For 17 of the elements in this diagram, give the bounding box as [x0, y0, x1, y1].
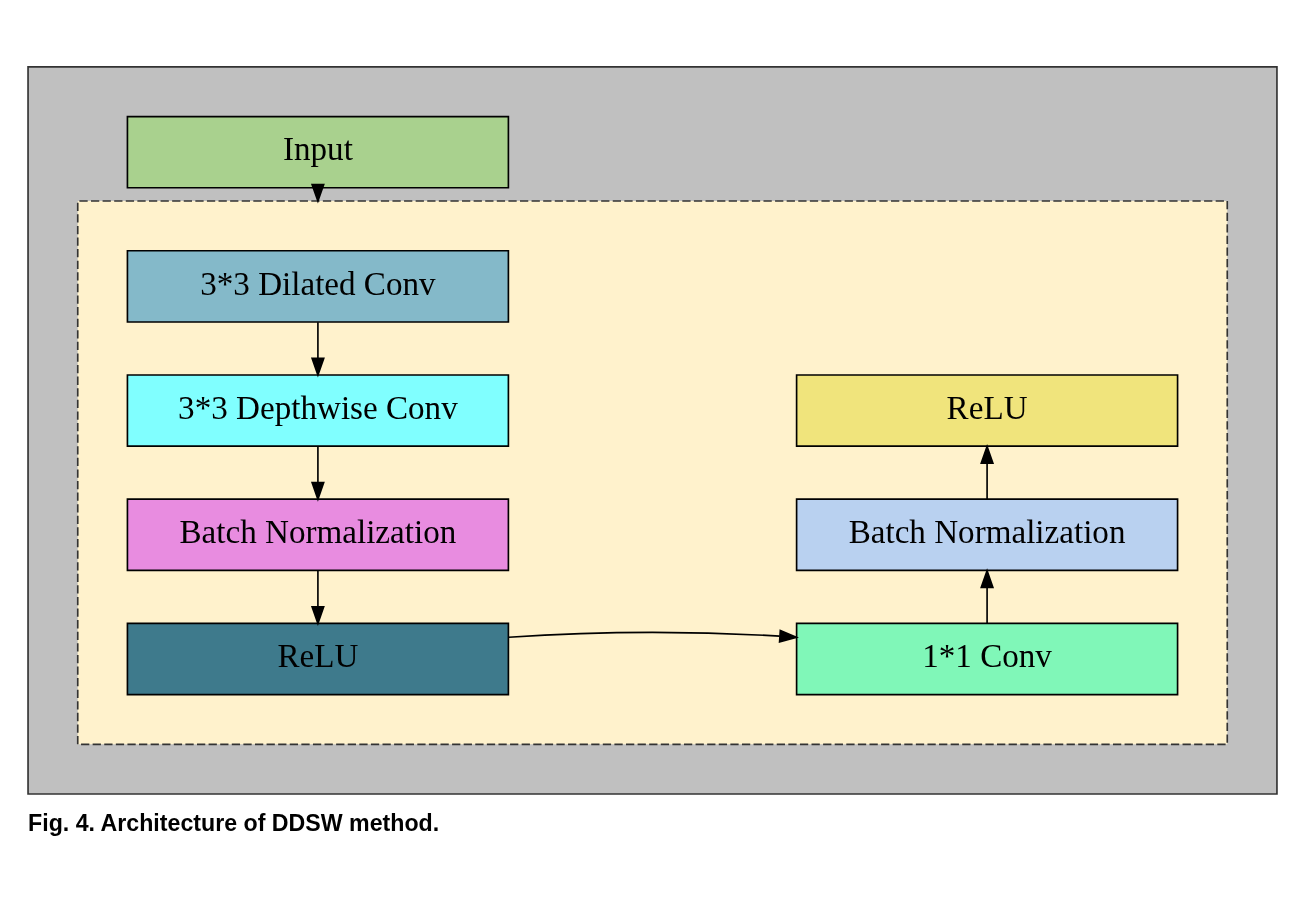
- node-box: Batch Normalization: [126, 498, 510, 572]
- node-box: 3*3 Depthwise Conv: [126, 374, 510, 447]
- arrow: [310, 321, 325, 378]
- node-box: Batch Normalization: [795, 498, 1179, 572]
- arrow: [507, 629, 799, 644]
- cluster: [76, 200, 1229, 746]
- caption: Fig. 4. Architecture of DDSW method.: [28, 809, 440, 836]
- arrow: [310, 445, 325, 502]
- node-box: 1*1 Conv: [795, 622, 1179, 696]
- node-box: 3*3 Dilated Conv: [126, 249, 510, 323]
- arrow: [310, 569, 325, 626]
- arrow: [310, 183, 325, 204]
- node-box: ReLU: [795, 374, 1179, 447]
- node-box: ReLU: [126, 622, 510, 696]
- cluster: [27, 66, 1278, 795]
- arrow: [980, 568, 995, 625]
- arrow: [980, 444, 995, 500]
